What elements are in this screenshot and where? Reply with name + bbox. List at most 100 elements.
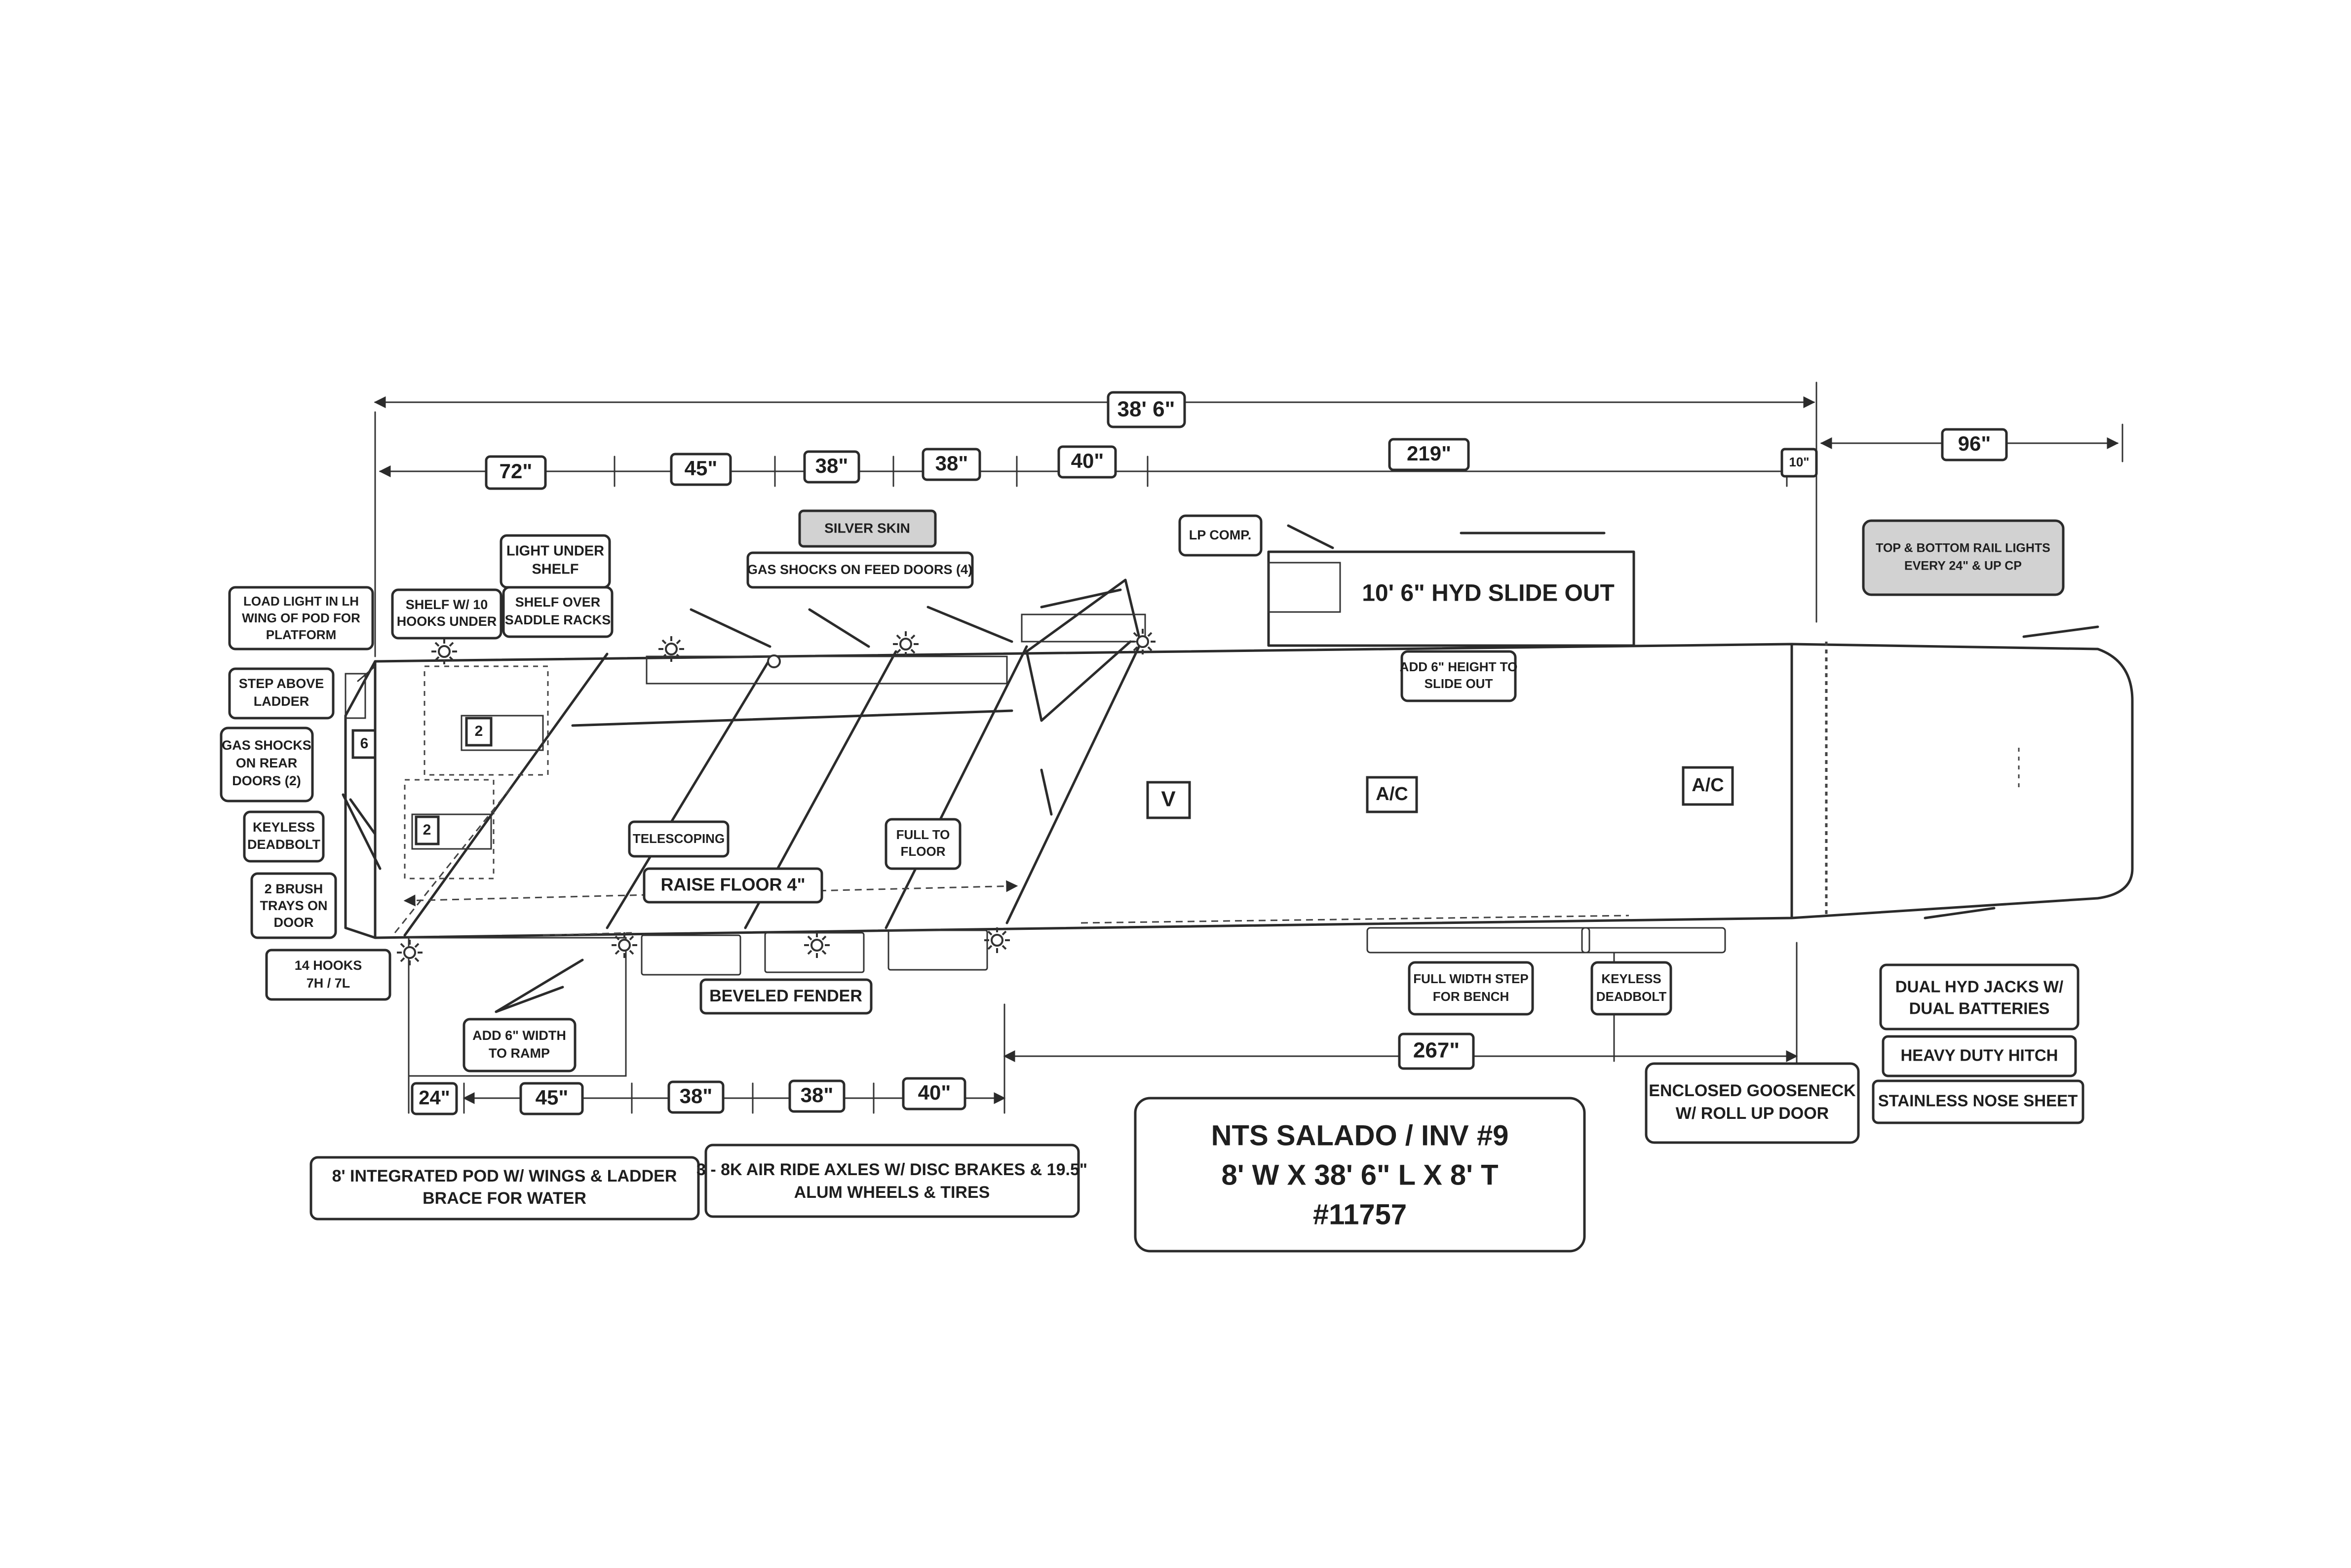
full-to-floor-label: FULL TO FLOOR	[885, 818, 962, 870]
shelf-hooks-label: SHELF W/ 10 HOOKS UNDER	[391, 588, 502, 640]
svg-text:DUAL HYD JACKS W/: DUAL HYD JACKS W/	[1895, 978, 2063, 996]
svg-text:LP COMP.: LP COMP.	[1189, 528, 1252, 542]
dim-bottom-2: 45"	[519, 1082, 584, 1115]
rail-lights-label: TOP & BOTTOM RAIL LIGHTS EVERY 24" & UP …	[1862, 519, 2065, 596]
ac-marker-1: A/C	[1366, 776, 1418, 813]
dim-overall: 38' 6"	[1107, 391, 1186, 428]
svg-text:FLOOR: FLOOR	[901, 844, 946, 859]
load-light-label: LOAD LIGHT IN LH WING OF POD FOR PLATFOR…	[228, 586, 374, 650]
svg-text:267": 267"	[1413, 1038, 1460, 1063]
keyless-deadbolt-right-label: KEYLESS DEADBOLT	[1590, 961, 1672, 1016]
svg-text:HEAVY DUTY HITCH: HEAVY DUTY HITCH	[1900, 1046, 2058, 1065]
door-hook-count: 6	[351, 729, 377, 759]
svg-text:SHELF OVER: SHELF OVER	[515, 595, 601, 610]
vent-marker: V	[1146, 781, 1191, 819]
gas-shocks-rear-label: GAS SHOCKS ON REAR DOORS (2)	[220, 727, 314, 803]
dim-top-2: 45"	[670, 453, 732, 486]
svg-text:ALUM WHEELS & TIRES: ALUM WHEELS & TIRES	[794, 1183, 990, 1202]
svg-text:2 BRUSH: 2 BRUSH	[265, 881, 323, 896]
svg-text:14 HOOKS: 14 HOOKS	[295, 958, 362, 973]
heavy-duty-hitch-label: HEAVY DUTY HITCH	[1882, 1035, 2077, 1077]
svg-text:FULL WIDTH STEP: FULL WIDTH STEP	[1413, 971, 1529, 986]
svg-text:V: V	[1161, 787, 1176, 811]
svg-text:ADD 6" WIDTH: ADD 6" WIDTH	[472, 1028, 566, 1043]
svg-text:GAS SHOCKS: GAS SHOCKS	[222, 738, 311, 753]
beveled-fender-label: BEVELED FENDER	[699, 978, 873, 1015]
dim-bottom-5: 40"	[902, 1077, 966, 1110]
svg-text:96": 96"	[1958, 432, 1991, 455]
svg-text:38": 38"	[801, 1083, 834, 1107]
svg-text:38": 38"	[935, 452, 968, 475]
svg-text:38' 6": 38' 6"	[1118, 397, 1175, 421]
raise-floor-label: RAISE FLOOR 4"	[643, 867, 823, 904]
add-width-label: ADD 6" WIDTH TO RAMP	[462, 1018, 577, 1072]
svg-text:STAINLESS NOSE SHEET: STAINLESS NOSE SHEET	[1878, 1092, 2078, 1110]
svg-text:6: 6	[360, 735, 369, 752]
svg-text:24": 24"	[419, 1087, 450, 1109]
svg-text:8' W X 38' 6" L X 8' T: 8' W X 38' 6" L X 8' T	[1222, 1159, 1499, 1191]
svg-text:A/C: A/C	[1692, 775, 1724, 796]
svg-text:40": 40"	[918, 1081, 951, 1104]
svg-text:SHELF: SHELF	[532, 562, 578, 577]
svg-text:LIGHT UNDER: LIGHT UNDER	[506, 543, 604, 559]
svg-text:45": 45"	[685, 457, 718, 480]
saddle-rack-top: 2	[465, 717, 493, 747]
silver-skin-label: SILVER SKIN	[798, 509, 937, 548]
svg-text:219": 219"	[1407, 442, 1451, 465]
svg-text:KEYLESS: KEYLESS	[253, 820, 315, 835]
svg-text:7H / 7L: 7H / 7L	[307, 976, 350, 991]
saddle-rack-bottom: 2	[415, 815, 440, 845]
telescoping-label: TELESCOPING	[628, 820, 730, 858]
svg-text:STEP ABOVE: STEP ABOVE	[239, 676, 324, 691]
axles-label: 3 - 8K AIR RIDE AXLES W/ DISC BRAKES & 1…	[696, 1144, 1087, 1218]
svg-text:#11757: #11757	[1313, 1198, 1407, 1230]
svg-text:TRAYS ON: TRAYS ON	[260, 898, 327, 913]
svg-text:RAISE FLOOR 4": RAISE FLOOR 4"	[660, 875, 805, 895]
svg-text:A/C: A/C	[1376, 784, 1408, 804]
add-height-label: ADD 6" HEIGHT TO SLIDE OUT	[1400, 650, 1517, 702]
svg-text:GAS SHOCKS ON FEED DOORS (4): GAS SHOCKS ON FEED DOORS (4)	[747, 562, 972, 577]
dim-top-4: 38"	[922, 448, 981, 481]
svg-text:EVERY 24" & UP CP: EVERY 24" & UP CP	[1904, 559, 2022, 573]
dim-top-7: 10"	[1780, 448, 1818, 478]
svg-text:SLIDE OUT: SLIDE OUT	[1425, 676, 1493, 691]
svg-text:40": 40"	[1071, 449, 1104, 472]
svg-text:LOAD LIGHT IN LH: LOAD LIGHT IN LH	[243, 594, 359, 609]
svg-text:PLATFORM: PLATFORM	[266, 627, 337, 642]
gas-shocks-feed-label: GAS SHOCKS ON FEED DOORS (4)	[746, 551, 974, 589]
dim-top-3: 38"	[803, 450, 860, 484]
callout-labels: SILVER SKIN GAS SHOCKS ON FEED DOORS (4)…	[220, 509, 2084, 1253]
svg-text:SILVER SKIN: SILVER SKIN	[824, 520, 910, 535]
interior-markers: V A/C A/C 2 2 6	[351, 717, 1734, 845]
dim-top-1: 72"	[485, 455, 547, 490]
svg-text:FOR BENCH: FOR BENCH	[1433, 989, 1509, 1004]
dimension-lines	[374, 382, 2123, 1114]
svg-text:10": 10"	[1789, 455, 1809, 469]
svg-text:BEVELED FENDER: BEVELED FENDER	[709, 987, 862, 1005]
svg-text:3 - 8K AIR RIDE AXLES W/ DISC: 3 - 8K AIR RIDE AXLES W/ DISC BRAKES & 1…	[696, 1160, 1087, 1179]
svg-text:DOORS (2): DOORS (2)	[232, 773, 301, 788]
svg-text:WING OF POD FOR: WING OF POD FOR	[242, 611, 360, 625]
svg-text:HOOKS UNDER: HOOKS UNDER	[397, 614, 497, 629]
full-width-step-label: FULL WIDTH STEP FOR BENCH	[1408, 961, 1534, 1016]
svg-text:38": 38"	[815, 454, 848, 477]
dual-jacks-label: DUAL HYD JACKS W/ DUAL BATTERIES	[1879, 963, 2080, 1031]
svg-text:BRACE FOR WATER: BRACE FOR WATER	[423, 1189, 586, 1208]
svg-text:DUAL BATTERIES: DUAL BATTERIES	[1909, 999, 2050, 1018]
svg-text:38": 38"	[680, 1084, 713, 1108]
shelf-saddle-label: SHELF OVER SADDLE RACKS	[502, 586, 614, 638]
gooseneck-label: ENCLOSED GOOSENECK W/ ROLL UP DOOR	[1645, 1062, 1860, 1144]
lp-comp-label: LP COMP.	[1178, 514, 1263, 557]
light-under-shelf-label: LIGHT UNDER SHELF	[500, 534, 611, 589]
ac-marker-2: A/C	[1682, 766, 1734, 806]
svg-text:NTS SALADO / INV #9: NTS SALADO / INV #9	[1211, 1119, 1509, 1151]
svg-text:2: 2	[423, 822, 431, 838]
stainless-nose-label: STAINLESS NOSE SHEET	[1872, 1079, 2084, 1124]
dim-bottom-3: 38"	[667, 1080, 725, 1114]
dim-top-5: 40"	[1057, 445, 1117, 479]
dim-bottom-4: 38"	[788, 1079, 846, 1113]
svg-text:DEADBOLT: DEADBOLT	[247, 837, 320, 852]
hooks-label: 14 HOOKS 7H / 7L	[265, 949, 391, 1001]
svg-text:KEYLESS: KEYLESS	[1601, 971, 1661, 986]
svg-text:DOOR: DOOR	[274, 915, 314, 930]
